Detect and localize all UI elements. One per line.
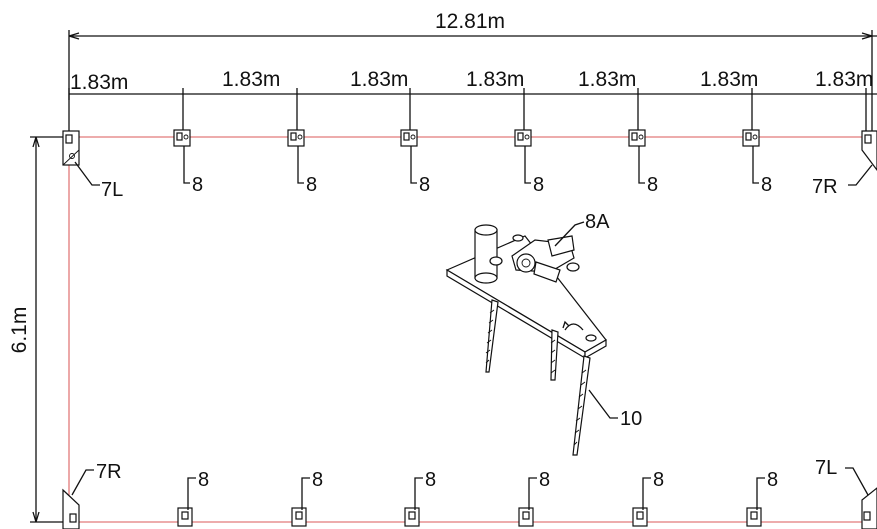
spacing-dimension-line: 1.83m 1.83m 1.83m 1.83m 1.83m 1.83m 1.83… bbox=[68, 68, 877, 132]
callout-8-top-1: 8 bbox=[192, 174, 203, 196]
anchor-plate-bottom bbox=[177, 507, 762, 527]
callout-8-bottom-3: 8 bbox=[425, 469, 436, 491]
callout-8-bottom-2: 8 bbox=[312, 469, 323, 491]
assembly-callouts: 8A 10 bbox=[554, 211, 642, 430]
spacing-label-5: 1.83m bbox=[578, 68, 636, 91]
top-callouts: 7L 8 8 8 8 8 8 7R bbox=[101, 174, 838, 201]
base-plate-assembly bbox=[445, 224, 607, 456]
callout-8-top-6: 8 bbox=[761, 174, 772, 196]
bottom-anchor-row bbox=[62, 487, 877, 529]
callout-8-top-3: 8 bbox=[419, 174, 430, 196]
callout-8-bottom-4: 8 bbox=[539, 469, 550, 491]
callout-7L-bottom: 7L bbox=[815, 457, 837, 479]
callout-8-bottom-6: 8 bbox=[767, 469, 778, 491]
lifting-hook bbox=[564, 323, 584, 331]
spacing-label-4: 1.83m bbox=[466, 68, 524, 91]
top-anchor-row bbox=[62, 129, 877, 171]
callout-10: 10 bbox=[620, 408, 642, 430]
bottom-callout-leaders bbox=[71, 467, 869, 510]
width-dimension: 6.1m bbox=[8, 136, 69, 523]
spacing-label-7: 1.83m bbox=[815, 68, 873, 91]
corner-anchor-bottom-right bbox=[861, 487, 877, 529]
callout-8-bottom-1: 8 bbox=[198, 469, 209, 491]
spacing-label-1: 1.83m bbox=[70, 71, 128, 94]
cylinder-post bbox=[474, 224, 503, 284]
anchor-plate-top bbox=[173, 129, 760, 147]
top-callout-leaders bbox=[74, 146, 873, 186]
bottom-callouts: 7R 8 8 8 8 8 8 7L bbox=[96, 457, 837, 491]
callout-7L-top: 7L bbox=[101, 179, 123, 201]
width-label: 6.1m bbox=[8, 307, 31, 354]
spacing-label-2: 1.83m bbox=[222, 68, 280, 91]
corner-anchor-top-left bbox=[62, 130, 80, 166]
stake-spikes bbox=[485, 299, 591, 456]
callout-8-bottom-5: 8 bbox=[653, 469, 664, 491]
frame-perimeter bbox=[68, 136, 877, 523]
spacing-label-3: 1.83m bbox=[350, 68, 408, 91]
callout-7R-top: 7R bbox=[812, 176, 838, 198]
callout-8A: 8A bbox=[585, 211, 610, 233]
overall-length-label: 12.81m bbox=[435, 10, 505, 33]
spacing-label-6: 1.83m bbox=[700, 68, 758, 91]
callout-8-top-5: 8 bbox=[647, 174, 658, 196]
corner-anchor-bottom-left bbox=[62, 488, 80, 529]
callout-7R-bottom: 7R bbox=[96, 461, 122, 483]
clevis-bracket bbox=[511, 234, 580, 283]
corner-anchor-top-right bbox=[861, 130, 877, 171]
callout-8-top-2: 8 bbox=[306, 174, 317, 196]
callout-8-top-4: 8 bbox=[533, 174, 544, 196]
overall-length-dimension: 12.81m bbox=[68, 10, 877, 137]
